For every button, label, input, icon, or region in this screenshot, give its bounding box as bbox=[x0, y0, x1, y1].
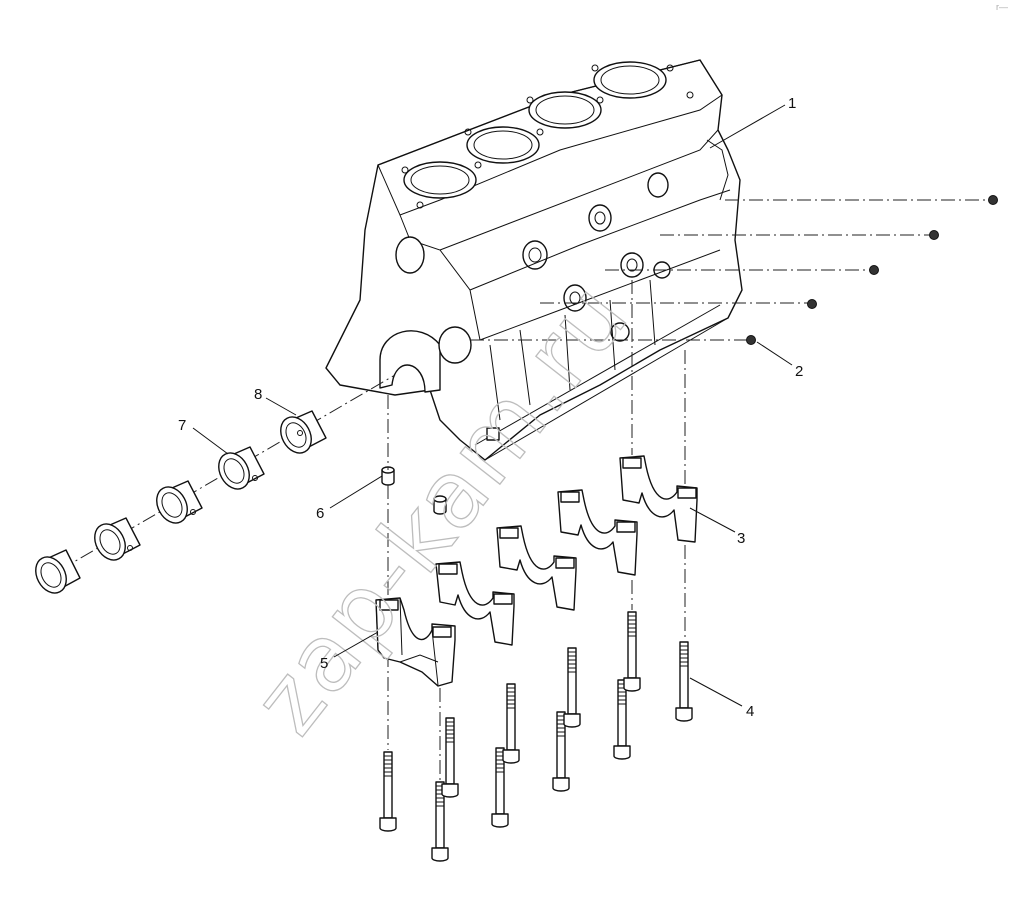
bearing-cap-4 bbox=[557, 489, 638, 576]
bolt bbox=[675, 641, 693, 722]
bearing-cap-3 bbox=[496, 525, 577, 611]
bolt bbox=[502, 683, 520, 764]
corner-mark: r— bbox=[996, 2, 1008, 12]
plug-5 bbox=[746, 335, 756, 345]
bushing-1 bbox=[35, 549, 81, 594]
callouts: 1 2 3 4 5 6 7 8 bbox=[178, 95, 803, 720]
cylinder-block bbox=[325, 59, 743, 461]
bolt bbox=[623, 611, 641, 692]
bearing-cap-1 bbox=[375, 597, 456, 687]
main-bearing-bolts bbox=[379, 611, 693, 862]
bolt bbox=[563, 647, 581, 728]
plug-2 bbox=[929, 230, 939, 240]
bearing-cap-2 bbox=[435, 561, 515, 646]
main-bearing-caps bbox=[375, 455, 698, 687]
bolt bbox=[491, 747, 509, 828]
bolt bbox=[613, 679, 631, 760]
callout-6: 6 bbox=[316, 505, 324, 522]
bearing-cap-5 bbox=[619, 455, 698, 543]
bushing-2 bbox=[94, 517, 141, 561]
bushing-4 bbox=[218, 446, 265, 490]
callout-1: 1 bbox=[788, 95, 796, 112]
callout-2: 2 bbox=[795, 363, 803, 380]
bushing-3 bbox=[156, 480, 203, 524]
bolt bbox=[379, 751, 397, 832]
callout-8: 8 bbox=[254, 386, 262, 403]
callout-3: 3 bbox=[737, 530, 745, 547]
plug-4 bbox=[807, 299, 817, 309]
dowel-sleeves bbox=[381, 466, 447, 515]
bolt bbox=[552, 711, 570, 792]
callout-5: 5 bbox=[320, 655, 328, 672]
callout-7: 7 bbox=[178, 417, 186, 434]
callout-4: 4 bbox=[746, 703, 754, 720]
camshaft-bushings bbox=[35, 374, 396, 594]
bolt bbox=[431, 781, 449, 862]
plug-3 bbox=[869, 265, 879, 275]
plug-1 bbox=[988, 195, 998, 205]
bolt bbox=[441, 717, 459, 798]
gallery-plugs bbox=[470, 195, 998, 345]
bushing-5 bbox=[280, 410, 327, 454]
